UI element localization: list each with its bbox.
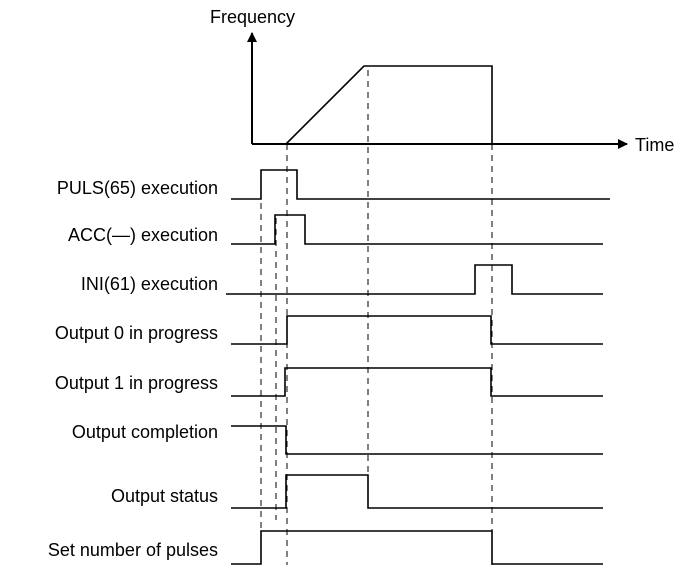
signal-labels: PULS(65) execution ACC(—) execution INI(… — [48, 178, 218, 560]
signal-label-status: Output status — [111, 486, 218, 506]
signal-label-output1: Output 1 in progress — [55, 373, 218, 393]
waveform-status — [231, 474, 603, 509]
signal-label-puls: PULS(65) execution — [57, 178, 218, 198]
waveform-pulses — [231, 530, 603, 565]
waveform-output0 — [231, 315, 603, 345]
waveform-puls — [231, 169, 610, 200]
frequency-axis-label: Frequency — [210, 7, 295, 27]
signal-label-acc: ACC(—) execution — [68, 225, 218, 245]
time-axis-label: Time — [635, 135, 674, 155]
waveform-acc — [231, 214, 603, 245]
waveform-ini — [226, 264, 603, 295]
waveform-completion — [231, 425, 603, 455]
frequency-chart: Frequency Time — [210, 7, 674, 155]
waveform-output1 — [231, 367, 603, 397]
signal-label-pulses: Set number of pulses — [48, 540, 218, 560]
signal-label-output0: Output 0 in progress — [55, 323, 218, 343]
frequency-profile — [285, 65, 493, 145]
reference-lines — [260, 70, 493, 565]
signal-label-ini: INI(61) execution — [81, 274, 218, 294]
signal-waveforms — [226, 169, 610, 565]
signal-label-completion: Output completion — [72, 422, 218, 442]
